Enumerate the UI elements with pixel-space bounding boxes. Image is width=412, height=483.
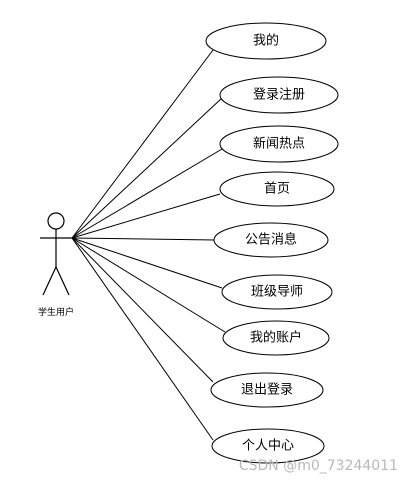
use-case-5: 公告消息: [213, 222, 329, 258]
use-case-label: 我的: [253, 33, 279, 49]
actor-head: [47, 212, 65, 230]
actor-left-leg: [42, 266, 57, 296]
use-case-7: 我的账户: [222, 320, 330, 356]
use-case-8: 退出登录: [210, 372, 324, 408]
use-case-label: 我的账户: [250, 330, 302, 346]
use-case-ellipse: [213, 222, 329, 258]
watermark: CSDN @m0_73244011: [239, 458, 398, 474]
use-case-4: 首页: [219, 171, 335, 207]
connector-3: [71, 148, 223, 239]
use-case-3: 新闻热点: [219, 125, 339, 163]
connector-7: [71, 237, 226, 333]
use-case-1: 我的: [205, 22, 327, 60]
use-case-6: 班级导师: [221, 274, 333, 310]
connector-8: [71, 237, 214, 383]
use-case-ellipse: [210, 372, 324, 408]
use-case-ellipse: [219, 125, 339, 163]
use-case-ellipse: [219, 76, 339, 114]
connector-2: [71, 97, 223, 239]
use-case-label: 个人中心: [242, 439, 294, 454]
use-case-label: 首页: [264, 182, 290, 197]
use-case-2: 登录注册: [219, 76, 339, 114]
connector-4: [71, 193, 221, 239]
connector-9: [71, 237, 214, 441]
actor-right-leg: [55, 266, 70, 296]
use-case-label: 登录注册: [253, 88, 305, 103]
use-case-ellipse: [219, 171, 335, 207]
connector-1: [71, 49, 214, 239]
use-case-label: 公告消息: [245, 232, 297, 248]
use-case-9: 个人中心: [211, 428, 325, 464]
use-case-ellipse: [222, 320, 330, 356]
use-case-ellipse: [221, 274, 333, 310]
actor: 学生用户: [38, 212, 74, 318]
use-case-ellipse: [205, 22, 327, 60]
actor-label: 学生用户: [38, 306, 74, 318]
use-case-label: 新闻热点: [253, 136, 305, 152]
connector-5: [71, 237, 216, 241]
connectors: [71, 49, 226, 441]
connector-6: [71, 237, 223, 289]
use-case-label: 退出登录: [241, 383, 293, 398]
use-case-label: 班级导师: [251, 285, 303, 300]
use-case-ellipse: [211, 428, 325, 464]
